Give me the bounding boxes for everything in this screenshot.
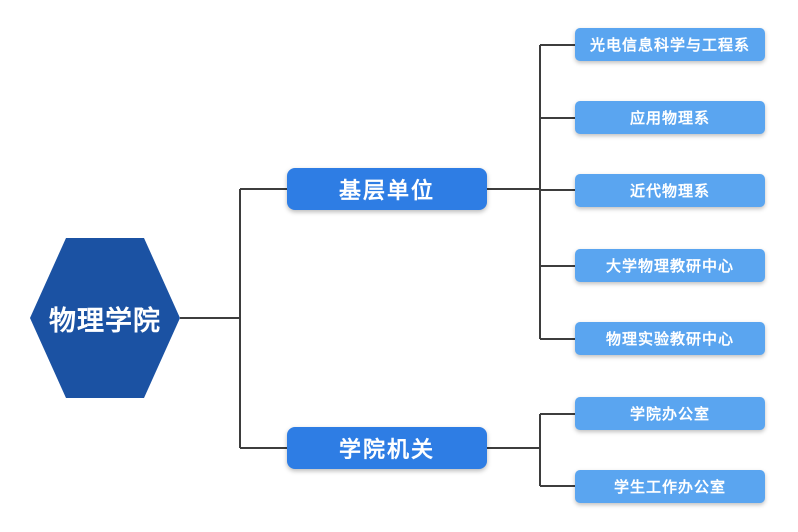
branch-node-label: 学院机关	[338, 437, 435, 462]
child-node-label: 大学物理教研中心	[605, 258, 734, 275]
child-node-student-affairs-office: 学生工作办公室	[575, 470, 765, 503]
child-node-label: 近代物理系	[629, 183, 710, 200]
child-node-university-physics-center: 大学物理教研中心	[575, 249, 765, 282]
branch-node-base-units: 基层单位	[287, 168, 487, 210]
child-node-label: 学院办公室	[629, 406, 710, 423]
child-node-label: 学生工作办公室	[613, 479, 726, 496]
branch-node-label: 基层单位	[338, 178, 435, 203]
child-node-modern-physics-dept: 近代物理系	[575, 174, 765, 207]
child-node-label: 物理实验教研中心	[605, 331, 734, 348]
child-node-optoelectronic-dept: 光电信息科学与工程系	[575, 28, 765, 61]
child-node-applied-physics-dept: 应用物理系	[575, 101, 765, 134]
child-node-label: 光电信息科学与工程系	[589, 37, 750, 54]
child-node-label: 应用物理系	[629, 110, 710, 127]
root-node: 物理学院	[30, 238, 180, 398]
branch-node-college-offices: 学院机关	[287, 427, 487, 469]
child-node-physics-experiment-center: 物理实验教研中心	[575, 322, 765, 355]
child-node-college-office: 学院办公室	[575, 397, 765, 430]
root-node-label: 物理学院	[49, 305, 161, 336]
